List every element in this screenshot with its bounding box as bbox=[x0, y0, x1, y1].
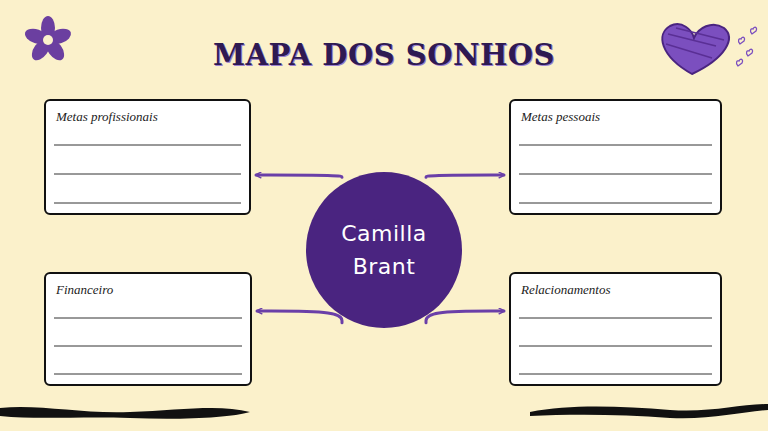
page-title: MAPA DOS SONHOS bbox=[0, 38, 768, 72]
center-name: Camilla Brant bbox=[329, 217, 439, 283]
box-heading: Metas pessoais bbox=[521, 109, 710, 125]
goal-box: Metas pessoais bbox=[509, 99, 722, 215]
writing-line bbox=[519, 174, 712, 175]
flower-icon bbox=[23, 16, 73, 64]
box-heading: Financeiro bbox=[56, 282, 240, 298]
writing-line bbox=[54, 318, 242, 319]
writing-line bbox=[54, 203, 241, 204]
curved-arrow bbox=[426, 175, 504, 177]
writing-line bbox=[54, 374, 242, 375]
writing-line bbox=[519, 374, 712, 375]
wave-stroke bbox=[530, 404, 768, 418]
writing-line bbox=[519, 318, 712, 319]
center-circle: Camilla Brant bbox=[306, 172, 462, 328]
circle-shape bbox=[306, 172, 462, 328]
writing-line bbox=[519, 203, 712, 204]
circle-fill bbox=[306, 172, 462, 328]
wave-stroke bbox=[0, 407, 250, 419]
writing-line bbox=[519, 346, 712, 347]
goal-box: Metas profissionais bbox=[44, 99, 251, 215]
goal-box: Financeiro bbox=[44, 272, 252, 386]
curved-arrow bbox=[426, 311, 504, 323]
box-heading: Relacionamentos bbox=[521, 282, 710, 298]
curved-arrow bbox=[257, 311, 342, 323]
writing-line bbox=[54, 174, 241, 175]
goal-box: Relacionamentos bbox=[509, 272, 722, 386]
box-heading: Metas profissionais bbox=[56, 109, 239, 125]
curved-arrow bbox=[256, 175, 342, 177]
writing-line bbox=[54, 145, 241, 146]
writing-line bbox=[54, 346, 242, 347]
heart-icon bbox=[662, 24, 756, 74]
writing-line bbox=[519, 145, 712, 146]
